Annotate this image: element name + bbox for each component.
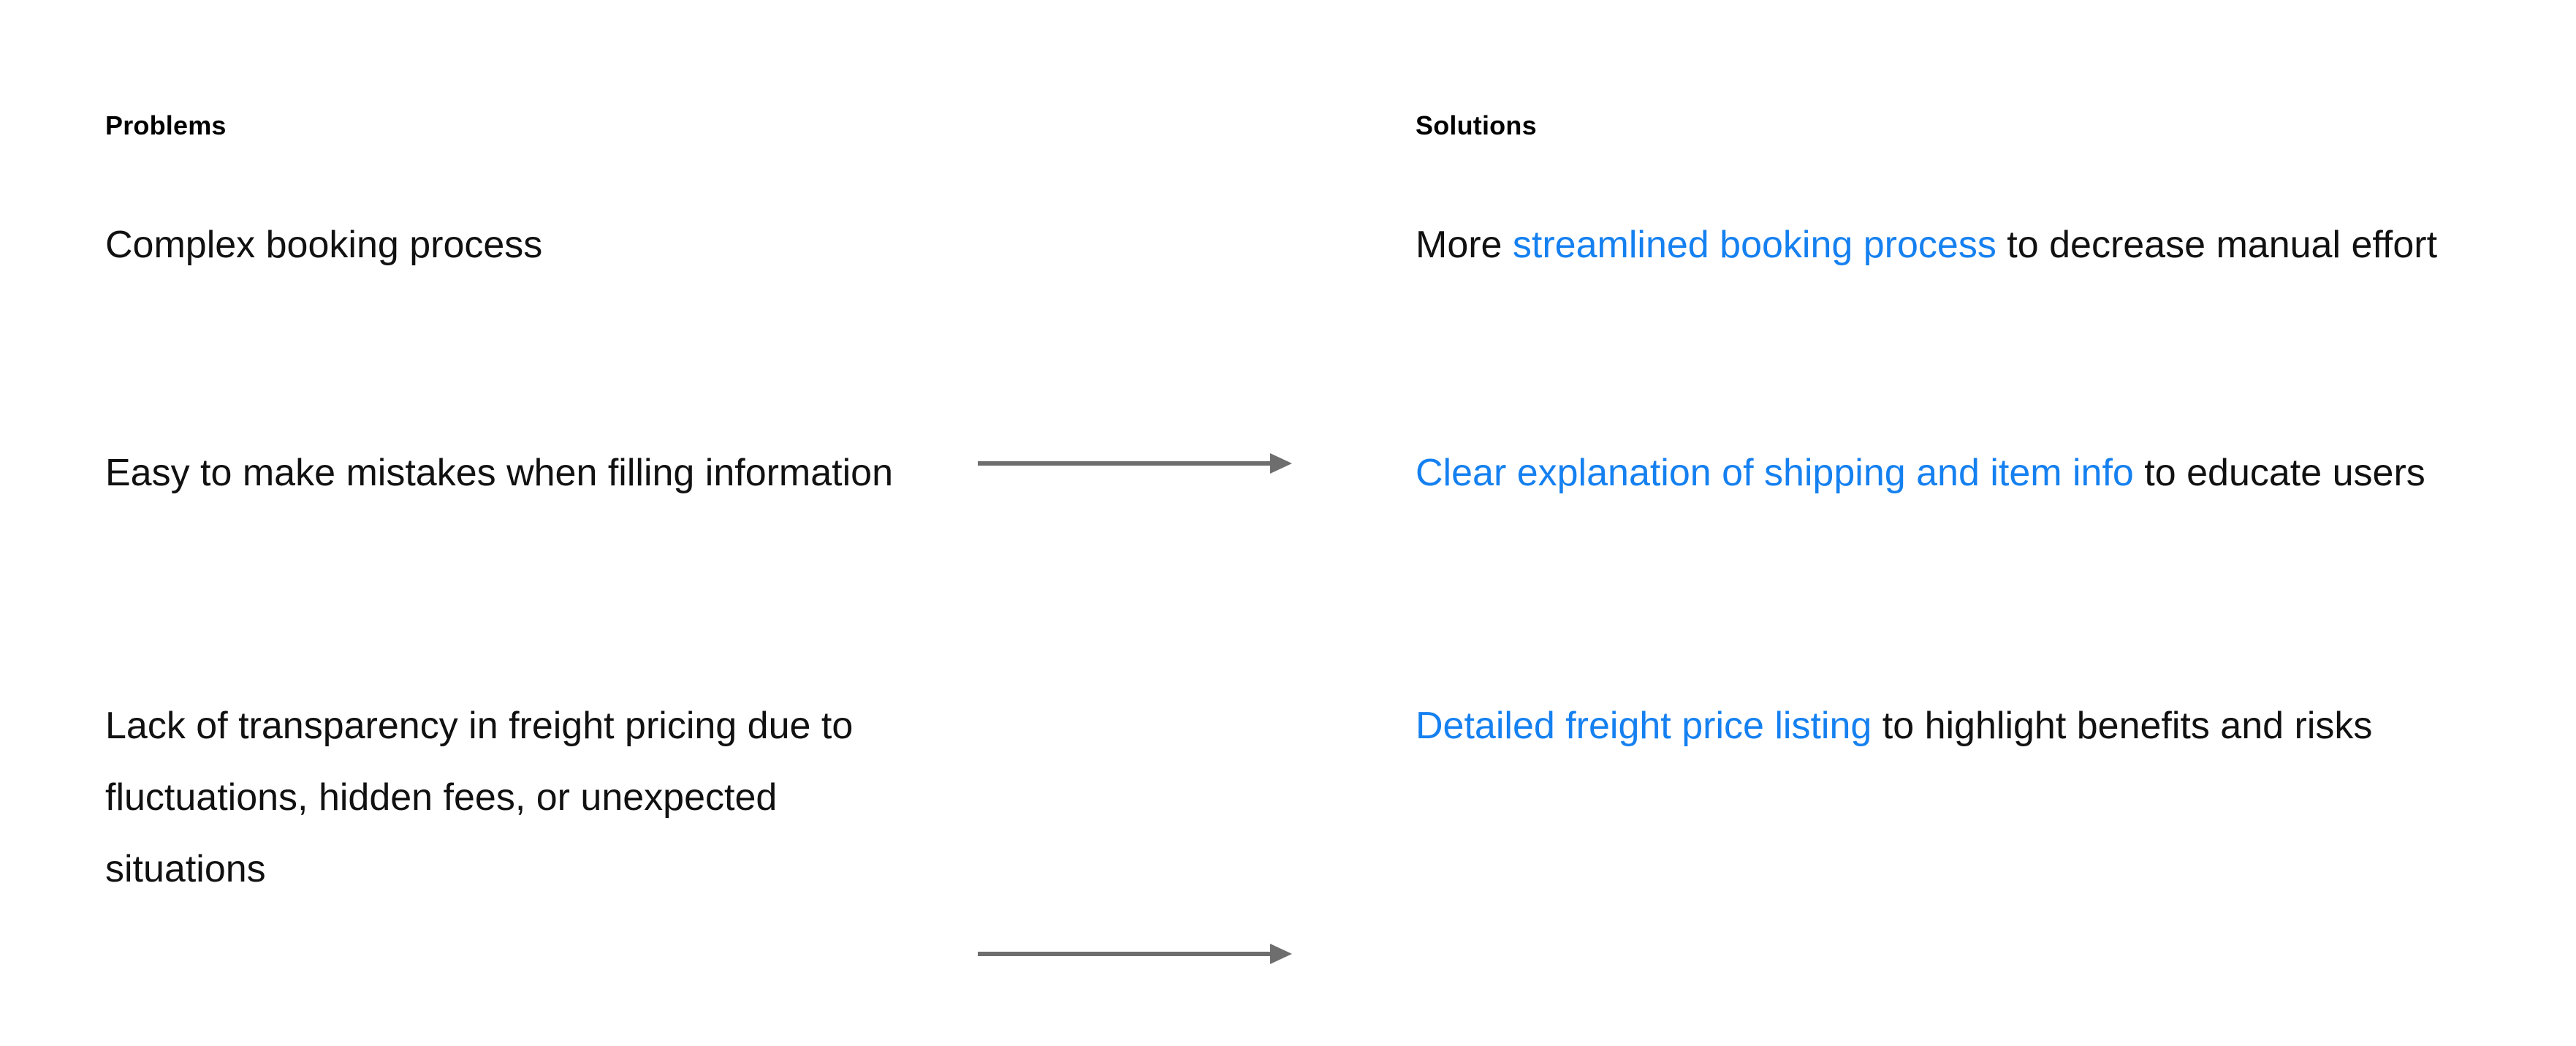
problem-statement: Complex booking process bbox=[105, 224, 543, 266]
problem-statement: Easy to make mistakes when filling infor… bbox=[105, 452, 894, 494]
solution-suffix: to highlight benefits and risks bbox=[1872, 705, 2373, 747]
arrow-right-icon bbox=[978, 449, 1293, 478]
solution-highlight: Detailed freight price listing bbox=[1416, 705, 1872, 747]
solutions-column-header: Solutions bbox=[1416, 110, 1537, 140]
problem-statement: Lack of transparency in freight pricing … bbox=[105, 705, 854, 890]
solution-statement: Clear explanation of shipping and item i… bbox=[1416, 437, 2526, 509]
solution-highlight: Clear explanation of shipping and item i… bbox=[1416, 452, 2134, 494]
solution-highlight: streamlined booking process bbox=[1512, 224, 1996, 266]
solution-suffix: to decrease manual effort bbox=[1996, 224, 2438, 266]
problems-column-header: Problems bbox=[105, 110, 227, 140]
arrow-right-icon bbox=[978, 939, 1293, 969]
solution-prefix: More bbox=[1416, 224, 1513, 266]
solution-statement: More streamlined booking process to decr… bbox=[1416, 209, 2526, 281]
solution-suffix: to educate users bbox=[2133, 452, 2425, 494]
solution-statement: Detailed freight price listing to highli… bbox=[1416, 690, 2526, 762]
